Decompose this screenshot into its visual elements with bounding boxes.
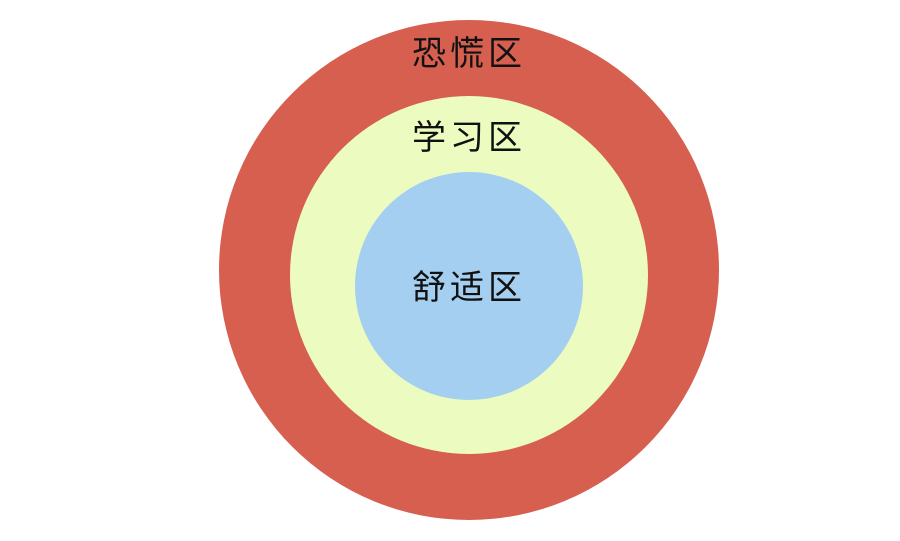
- learning-zone-label: 学习区: [412, 118, 526, 158]
- panic-zone-label: 恐慌区: [412, 34, 526, 74]
- comfort-zone-ring: [355, 172, 583, 400]
- comfort-zone-label: 舒适区: [412, 268, 526, 308]
